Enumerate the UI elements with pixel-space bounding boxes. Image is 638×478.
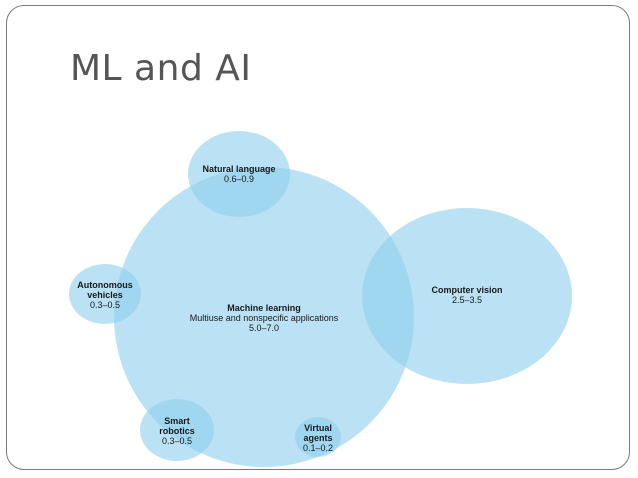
autonomous-vehicles-range: 0.3–0.5	[90, 300, 120, 310]
virtual-agents-name-line-1: Virtual	[304, 423, 332, 433]
bubble-machine-learning	[114, 167, 414, 467]
bubble-smart-robotics	[140, 399, 214, 461]
machine-learning-note: Multiuse and nonspecific applications	[190, 313, 339, 323]
computer-vision-range: 2.5–3.5	[452, 295, 482, 305]
computer-vision-name: Computer vision	[431, 285, 502, 295]
autonomous-vehicles-name-line-2: vehicles	[87, 290, 123, 300]
natural-language-name: Natural language	[202, 164, 275, 174]
bubble-virtual-agents	[295, 417, 341, 457]
slide-title: ML and AI	[70, 48, 252, 89]
smart-robotics-name-line-1: Smart	[164, 416, 190, 426]
smart-robotics-name-line-2: robotics	[159, 426, 195, 436]
bubble-autonomous-vehicles	[69, 264, 141, 324]
machine-learning-name: Machine learning	[227, 303, 301, 313]
autonomous-vehicles-name-line-1: Autonomous	[77, 280, 133, 290]
smart-robotics-range: 0.3–0.5	[162, 436, 192, 446]
machine-learning-range: 5.0–7.0	[249, 323, 279, 333]
virtual-agents-range: 0.1–0.2	[303, 443, 333, 453]
bubble-computer-vision	[362, 208, 572, 384]
virtual-agents-name-line-2: agents	[303, 433, 332, 443]
natural-language-range: 0.6–0.9	[224, 174, 254, 184]
bubble-natural-language	[188, 131, 290, 217]
